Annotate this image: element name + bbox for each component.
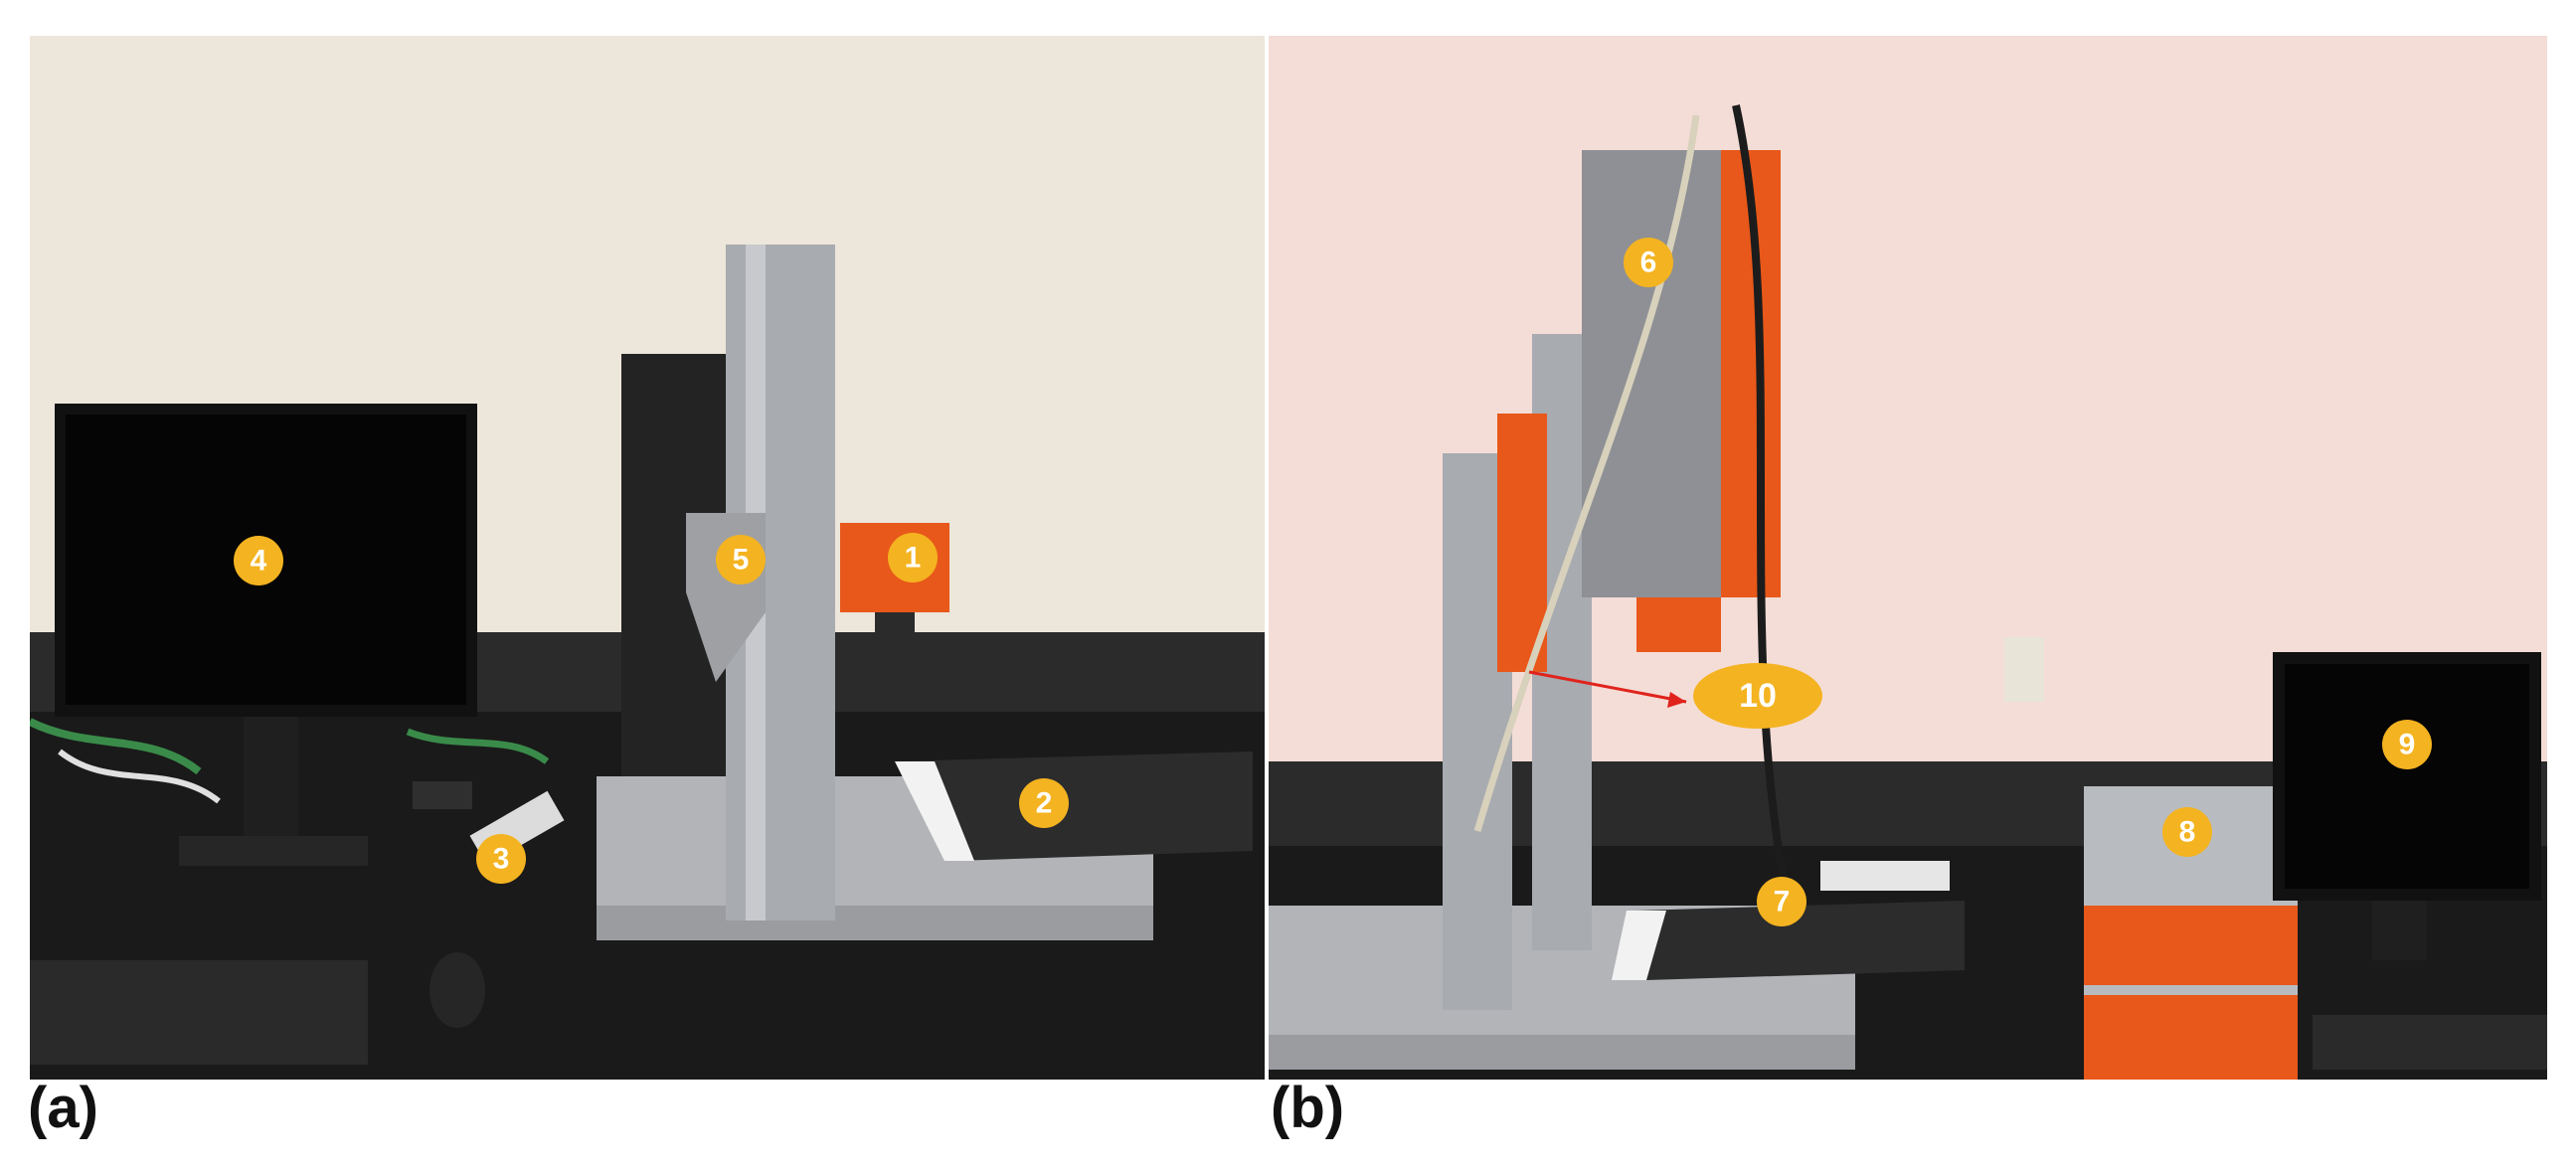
panel-label-b: (b)	[1271, 1076, 1345, 1140]
marker-8: 8	[2179, 816, 2196, 849]
photo-lab-setup-a: 1 2 3 4 5	[30, 36, 1265, 1080]
ellipse-marker	[1693, 663, 1822, 729]
photo-panel-b: 6 7 8 9 10	[1269, 36, 2547, 1080]
marker-5: 5	[733, 544, 750, 577]
marker-4: 4	[251, 545, 267, 578]
marker-9: 9	[2399, 729, 2416, 761]
marker-1: 1	[905, 542, 922, 575]
marker-7: 7	[1774, 886, 1791, 918]
marker-2: 2	[1036, 787, 1053, 820]
photo-lab-setup-b: 6 7 8 9 10	[1269, 36, 2547, 1080]
marker-3: 3	[493, 843, 510, 876]
marker-6: 6	[1640, 247, 1657, 279]
red-arrow	[1528, 670, 1687, 704]
panel-label-a: (a)	[28, 1076, 98, 1140]
photo-panel-a: 1 2 3 4 5	[30, 36, 1265, 1080]
marker-10: 10	[1739, 677, 1777, 715]
